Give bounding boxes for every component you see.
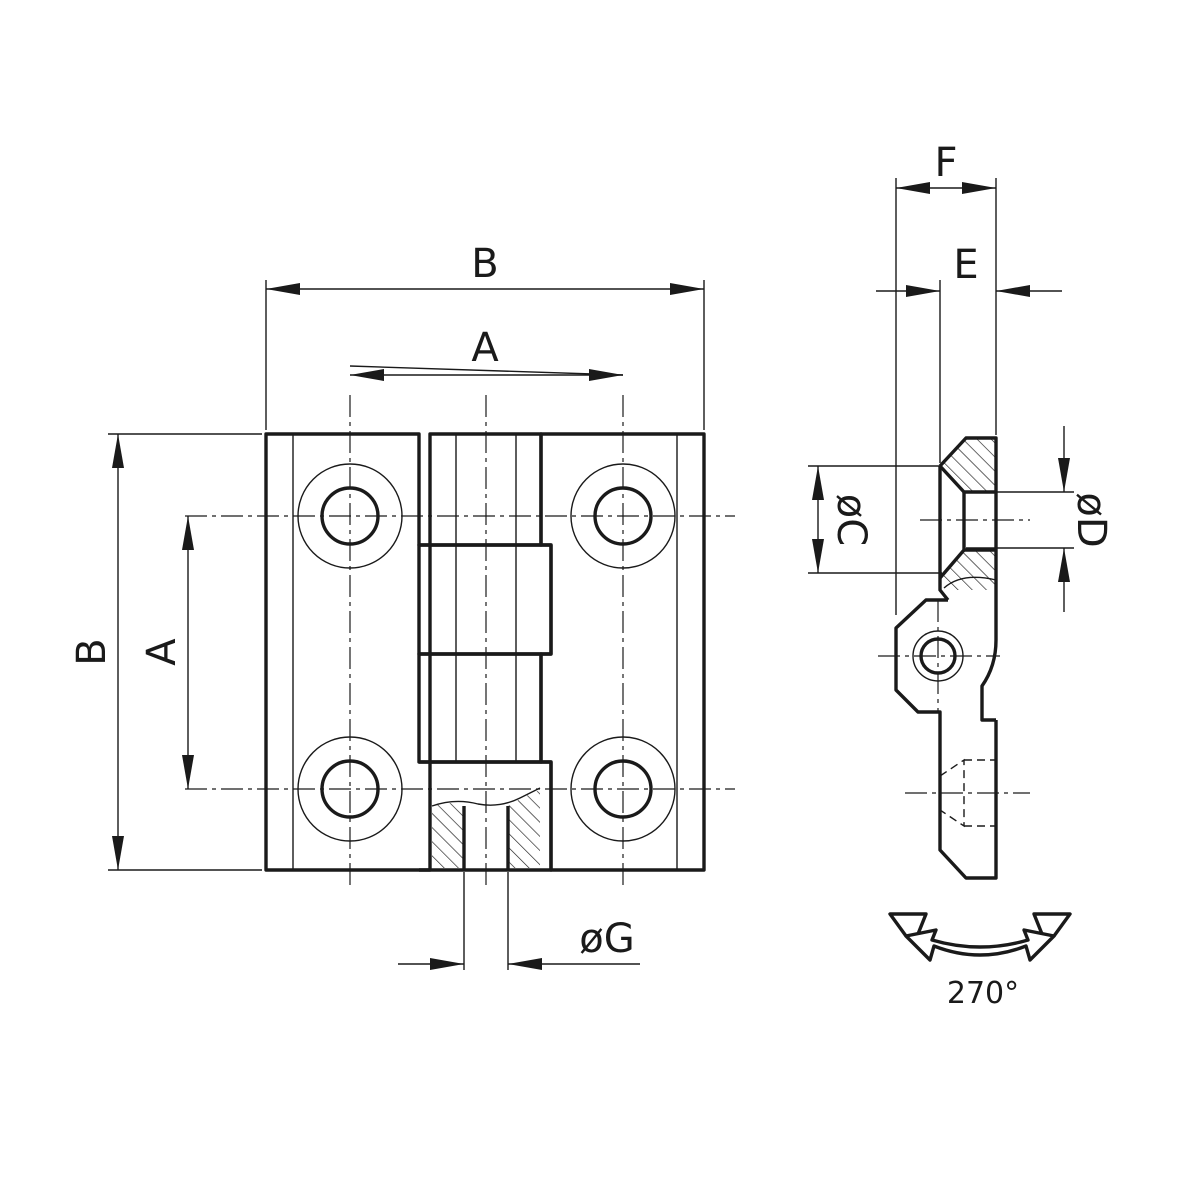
label-hole-spacing-horizontal: A — [471, 325, 499, 371]
label-pin-diameter: øG — [579, 916, 634, 962]
front-view: B A B A — [69, 241, 735, 970]
label-C: øC — [828, 494, 874, 546]
side-upper-leaf — [938, 436, 998, 602]
side-view: F E øC øD — [808, 140, 1114, 1011]
dimension-F: F — [895, 140, 997, 615]
label-E: E — [953, 242, 978, 288]
dimension-hole-spacing-vertical: A — [139, 516, 194, 789]
front-center-lines — [185, 395, 735, 890]
dimension-hole-spacing-horizontal: A — [349, 325, 624, 381]
side-lower-leaf — [938, 720, 998, 880]
dimension-C: øC — [808, 465, 942, 574]
dimension-D: øD — [966, 426, 1114, 612]
left-leaf — [264, 432, 432, 872]
dimension-E: E — [876, 242, 1062, 463]
label-outer-width: B — [471, 241, 498, 287]
label-F: F — [934, 140, 957, 186]
dimension-pin-diameter: øG — [398, 872, 640, 970]
side-knuckle — [894, 598, 998, 722]
pin-section — [431, 787, 541, 870]
hinge-knuckles — [417, 432, 553, 872]
dimension-outer-height: B — [69, 433, 262, 871]
label-hole-spacing-vertical: A — [139, 638, 185, 666]
label-outer-height: B — [69, 638, 115, 665]
rotation-arc-arrow: 270° — [888, 912, 1072, 1011]
label-D: øD — [1068, 492, 1114, 547]
dimension-outer-width: B — [265, 241, 705, 430]
label-rotation: 270° — [947, 976, 1019, 1011]
screw-holes — [297, 463, 676, 842]
